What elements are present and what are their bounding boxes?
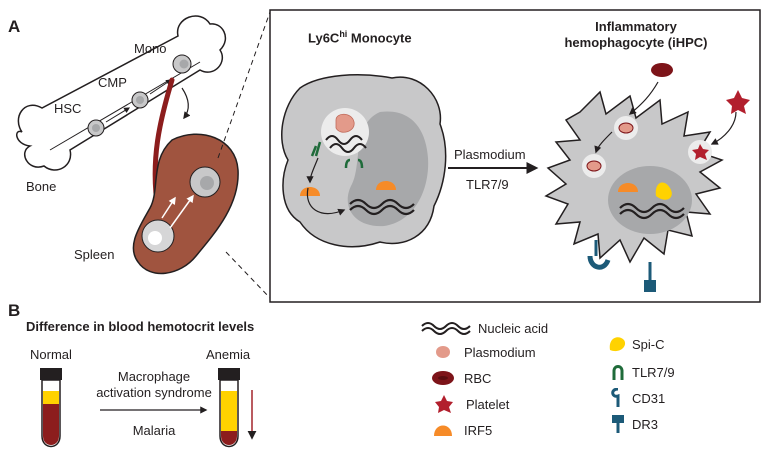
cd31-icon bbox=[611, 388, 620, 407]
hsc-label: HSC bbox=[54, 101, 82, 116]
legend-plasmodium: Plasmodium bbox=[432, 342, 536, 362]
spleen bbox=[132, 133, 239, 275]
spi-c-icon bbox=[609, 337, 626, 352]
legend-dr3-label: DR3 bbox=[632, 416, 659, 432]
legend-nucleic-acid: Nucleic acid bbox=[420, 318, 548, 338]
process-below: Malaria bbox=[132, 423, 176, 438]
process-line1: Macrophage bbox=[117, 369, 191, 384]
monocyte-cell bbox=[281, 74, 447, 248]
legend-platelet-label: Platelet bbox=[466, 396, 510, 412]
mono-label: Mono bbox=[134, 41, 167, 56]
legend-rbc: RBC bbox=[430, 368, 491, 388]
ihpc-cell bbox=[544, 81, 737, 264]
legend-spi-c: Spi-C bbox=[608, 334, 665, 354]
tlr79-icon bbox=[612, 365, 624, 380]
tube-anemia bbox=[218, 368, 240, 448]
platelet-icon bbox=[435, 395, 453, 413]
monocyte-title: Ly6Chi Monocyte bbox=[308, 29, 412, 46]
mono-cell bbox=[172, 54, 192, 74]
legend-irf5: IRF5 bbox=[432, 420, 492, 440]
free-platelet bbox=[726, 90, 750, 114]
dr3-receptor bbox=[644, 262, 656, 292]
anemia-label: Anemia bbox=[206, 347, 251, 362]
zoom-line-bottom bbox=[225, 251, 271, 299]
panel-a-label: A bbox=[8, 17, 21, 36]
rbc-icon bbox=[432, 371, 454, 385]
panel-b-title: Difference in blood hemotocrit levels bbox=[26, 319, 255, 334]
legend-cd31-label: CD31 bbox=[632, 390, 666, 406]
spleen-label: Spleen bbox=[74, 247, 115, 262]
arrow-to-spleen bbox=[181, 87, 191, 120]
zoom-line-top bbox=[217, 11, 271, 159]
ihpc-title-line1: Inflammatory bbox=[595, 19, 677, 34]
tube-normal bbox=[40, 368, 62, 448]
arrow-cmp-mono bbox=[149, 79, 172, 95]
cmp-cell bbox=[131, 91, 149, 109]
legend-dr3: DR3 bbox=[608, 414, 658, 434]
panel-b-label: B bbox=[8, 301, 21, 320]
arrow-bottom-label: TLR7/9 bbox=[466, 177, 509, 192]
arrow-hsc-cmp bbox=[105, 107, 131, 123]
process-line2: activation syndrome bbox=[96, 385, 212, 400]
dr3-icon bbox=[612, 415, 624, 433]
free-rbc bbox=[651, 63, 673, 77]
legend-nucleic-acid-label: Nucleic acid bbox=[478, 320, 549, 336]
legend-plasmodium-label: Plasmodium bbox=[464, 344, 536, 360]
bone-label: Bone bbox=[26, 179, 57, 194]
legend-tlr79-label: TLR7/9 bbox=[632, 364, 675, 380]
legend-spi-c-label: Spi-C bbox=[632, 336, 665, 352]
legend-cd31: CD31 bbox=[608, 388, 665, 408]
normal-label: Normal bbox=[30, 347, 72, 362]
legend-platelet: Platelet bbox=[434, 394, 509, 414]
hsc-cell bbox=[87, 119, 105, 137]
bone-illustration bbox=[16, 15, 227, 171]
irf5-icon bbox=[434, 425, 452, 436]
cmp-label: CMP bbox=[98, 75, 127, 90]
arrow-top-label: Plasmodium bbox=[454, 147, 526, 162]
cd31-receptor bbox=[587, 240, 611, 270]
ihpc-title-line2: hemophagocyte (iHPC) bbox=[564, 35, 708, 50]
legend-irf5-label: IRF5 bbox=[464, 422, 493, 438]
legend-tlr79: TLR7/9 bbox=[608, 362, 675, 382]
plasmodium-icon bbox=[436, 346, 450, 358]
legend-rbc-label: RBC bbox=[464, 370, 492, 386]
nucleic-acid-icon bbox=[421, 322, 471, 335]
